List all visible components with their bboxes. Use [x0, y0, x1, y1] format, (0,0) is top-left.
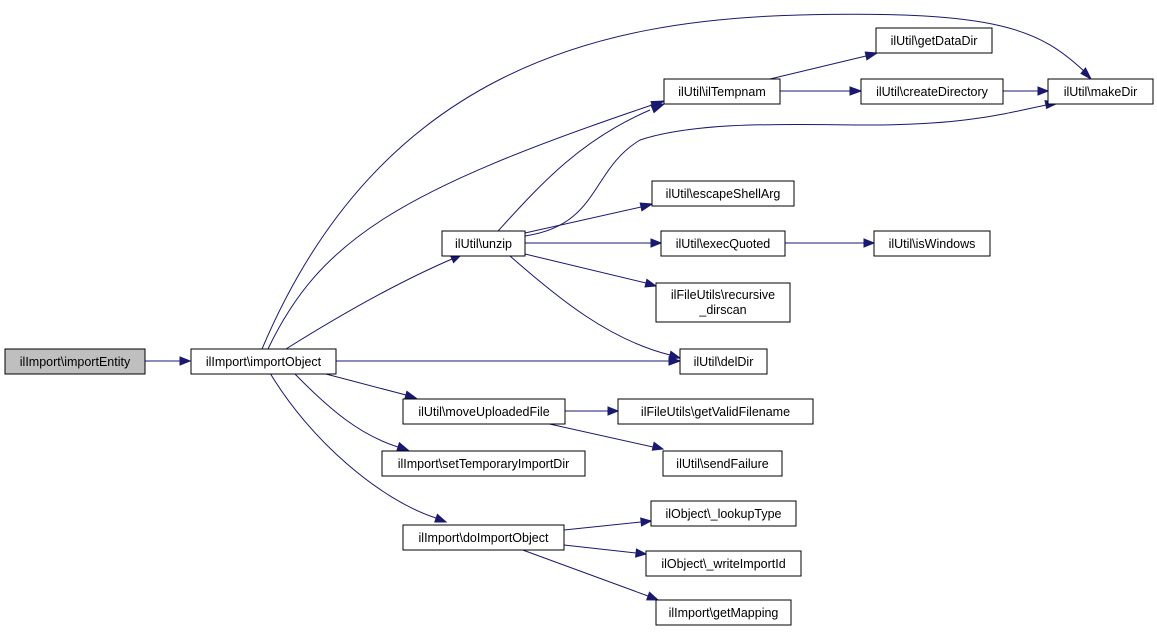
edge-importObject-ilTempnam [267, 100, 666, 350]
node-label: ilUtil\ilTempnam [678, 85, 766, 99]
edge-importObject-makeDir [261, 13, 1093, 350]
node-label: ilObject\_lookupType [665, 507, 781, 521]
edge-importObject-setTemporaryImportDir [293, 372, 410, 451]
node-label: ilFileUtils\getValidFilename [641, 405, 790, 419]
node-layer: ilImport\importEntity ilImport\importObj… [4, 27, 1154, 626]
node-label: ilImport\getMapping [669, 606, 779, 620]
edge-unzip-execQuoted [525, 238, 663, 248]
node-label: ilUtil\moveUploadedFile [418, 405, 549, 419]
node-setTemporaryImportDir[interactable]: ilImport\setTemporaryImportDir [381, 450, 586, 477]
node-getMapping[interactable]: ilImport\getMapping [655, 599, 792, 626]
node-label: ilImport\importEntity [20, 355, 131, 369]
edge-doImportObject-lookupType [563, 517, 653, 531]
node-makeDir[interactable]: ilUtil\makeDir [1047, 78, 1154, 105]
edge-moveUploadedFile-sendFailure [544, 422, 665, 451]
node-label: ilUtil\escapeShellArg [666, 187, 781, 201]
edge-createDirectory-makeDir [1003, 86, 1050, 96]
node-isWindows[interactable]: ilUtil\isWindows [873, 230, 991, 257]
edge-ilTempnam-createDirectory [780, 86, 863, 96]
node-importObject[interactable]: ilImport\importObject [190, 348, 337, 375]
node-label: ilUtil\unzip [455, 237, 512, 251]
edge-unzip-recursive_dirscan [524, 253, 658, 288]
node-label: ilUtil\execQuoted [676, 237, 771, 251]
edge-importObject-delDir [336, 356, 682, 366]
node-writeImportId[interactable]: ilObject\_writeImportId [645, 550, 802, 577]
edge-doImportObject-writeImportId [563, 544, 648, 558]
node-label-line-1: ilFileUtils\recursive [671, 288, 775, 302]
edge-doImportObject-getMapping [519, 548, 660, 601]
edge-unzip-delDir [509, 255, 682, 360]
node-importEntity[interactable]: ilImport\importEntity [4, 348, 146, 375]
node-label: ilUtil\getDataDir [891, 34, 978, 48]
node-label-line-2: _dirscan [698, 303, 746, 317]
node-label: ilUtil\isWindows [889, 237, 976, 251]
edge-unzip-escapeShellArg [524, 202, 654, 234]
node-getDataDir[interactable]: ilUtil\getDataDir [875, 27, 993, 54]
node-escapeShellArg[interactable]: ilUtil\escapeShellArg [651, 180, 795, 207]
node-label: ilImport\doImportObject [419, 531, 549, 545]
node-lookupType[interactable]: ilObject\_lookupType [650, 500, 797, 527]
edge-ilTempnam-getDataDir [769, 51, 879, 80]
edge-execQuoted-isWindows [785, 238, 876, 248]
edge-importEntity-importObject [145, 356, 192, 366]
node-createDirectory[interactable]: ilUtil\createDirectory [860, 78, 1004, 105]
node-label: ilImport\importObject [206, 355, 322, 369]
edge-moveUploadedFile-getValidFilename [565, 406, 620, 416]
edge-importObject-unzip [285, 253, 464, 350]
node-delDir[interactable]: ilUtil\delDir [679, 348, 768, 375]
node-sendFailure[interactable]: ilUtil\sendFailure [662, 450, 783, 477]
node-label: ilUtil\delDir [694, 355, 754, 369]
node-unzip[interactable]: ilUtil\unzip [441, 230, 526, 257]
node-moveUploadedFile[interactable]: ilUtil\moveUploadedFile [402, 398, 566, 425]
node-execQuoted[interactable]: ilUtil\execQuoted [660, 230, 786, 257]
node-ilTempnam[interactable]: ilUtil\ilTempnam [663, 78, 781, 105]
node-label: ilUtil\makeDir [1064, 85, 1138, 99]
node-label: ilUtil\createDirectory [876, 85, 989, 99]
node-getValidFilename[interactable]: ilFileUtils\getValidFilename [617, 398, 814, 425]
edge-importObject-doImportObject [269, 372, 448, 523]
edge-layer [145, 13, 1093, 601]
node-recursive_dirscan[interactable]: ilFileUtils\recursive _dirscan [655, 282, 791, 323]
node-label: ilObject\_writeImportId [661, 557, 785, 571]
node-label: ilUtil\sendFailure [676, 457, 768, 471]
edge-importObject-moveUploadedFile [321, 372, 418, 400]
node-label: ilImport\setTemporaryImportDir [398, 457, 570, 471]
edge-unzip-ilTempnam [497, 103, 666, 232]
node-doImportObject[interactable]: ilImport\doImportObject [402, 524, 565, 551]
